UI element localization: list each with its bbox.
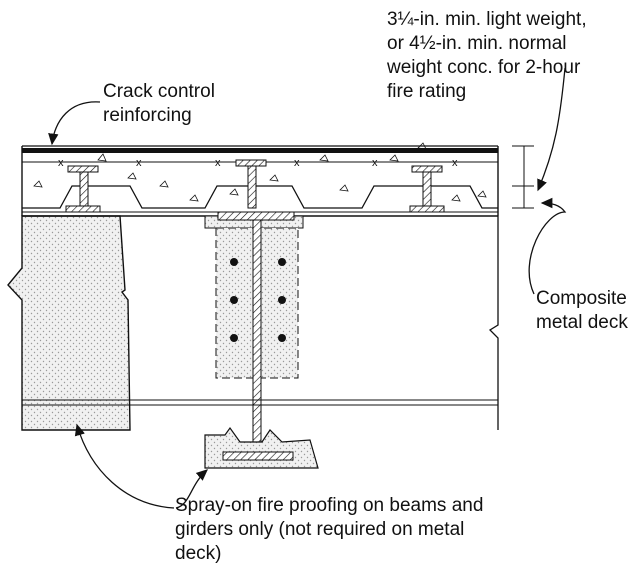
spray-line-3: deck) [175, 543, 222, 564]
concrete-line-2: or 4½-in. min. normal [387, 33, 567, 54]
svg-text:x: x [294, 157, 300, 169]
svg-text:x: x [452, 157, 458, 169]
right-panel [22, 216, 499, 430]
left-fireproofing-panel [7, 215, 131, 431]
shear-studs [65, 159, 445, 213]
composite-deck-label: Composite metal deck [536, 287, 628, 335]
lower-beam [204, 426, 319, 469]
concrete-line-4: fire rating [387, 81, 467, 102]
crack-control-line-1: Crack control [103, 81, 215, 102]
spray-fireproofing-label: Spray-on fire proofing on beams and gird… [175, 494, 483, 566]
crack-control-line-2: reinforcing [103, 105, 192, 126]
composite-deck-line-1: Composite [536, 288, 627, 309]
concrete-thickness-label: 3¼-in. min. light weight, or 4½-in. min.… [387, 8, 587, 104]
svg-text:x: x [215, 157, 221, 169]
composite-deck-line-2: metal deck [536, 312, 628, 333]
svg-text:x: x [372, 157, 378, 169]
girder [204, 211, 304, 459]
concrete-line-1: 3¼-in. min. light weight, [387, 9, 587, 30]
crack-control-label: Crack control reinforcing [103, 80, 215, 128]
svg-text:x: x [58, 157, 64, 169]
dimension-lines [512, 145, 534, 209]
spray-line-1: Spray-on fire proofing on beams and [175, 495, 484, 516]
svg-text:x: x [136, 157, 142, 169]
spray-line-2: girders only (not required on metal [175, 519, 465, 540]
leader-arrows [48, 67, 567, 509]
concrete-line-3: weight conc. for 2-hour [387, 57, 581, 78]
